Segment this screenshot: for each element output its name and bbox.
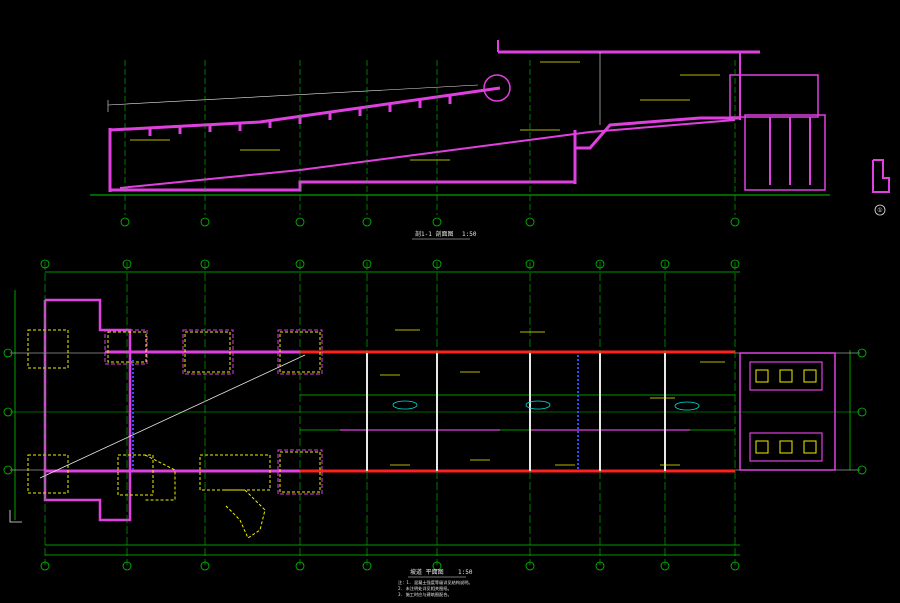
plan-axis-bubble-bottom bbox=[432, 561, 442, 571]
plan-axis-bubble-top bbox=[730, 259, 740, 269]
plan-row-bubble-left bbox=[3, 465, 13, 475]
plan-axis-bubble-top bbox=[595, 259, 605, 269]
plan-note-2: 2. 未注明处详见相关图纸。 bbox=[398, 585, 452, 592]
plan-scale: 1:50 bbox=[458, 569, 473, 576]
right-support-columns bbox=[769, 117, 811, 185]
plan-axis-bubble-top bbox=[660, 259, 670, 269]
section-axis-bubble bbox=[362, 217, 372, 227]
inner-ramp-slab bbox=[119, 119, 736, 189]
section-annotations bbox=[130, 61, 720, 161]
plan-axis-bubble-top bbox=[40, 259, 50, 269]
plan-row-bubble-left bbox=[3, 348, 13, 358]
section-view: ① 剖1-1 剖面图 1:50 bbox=[90, 40, 890, 240]
plan-axis-bubble-top bbox=[200, 259, 210, 269]
plan-axis-bubble-bottom bbox=[362, 561, 372, 571]
plan-axis-bubble-bottom bbox=[200, 561, 210, 571]
plan-axis-bubble-top bbox=[432, 259, 442, 269]
section-axis-bubble bbox=[120, 217, 130, 227]
plan-dimension-ellipses bbox=[392, 400, 700, 411]
plan-axis-bubble-bottom bbox=[730, 561, 740, 571]
plan-right-platform bbox=[739, 352, 836, 471]
plan-view: 坡道 平面图 1:50 注：1. 混凝土强度等级详见结构说明。 2. 未注明处详… bbox=[3, 259, 867, 598]
section-axis-group bbox=[120, 60, 740, 227]
detail-circle-callout bbox=[483, 74, 511, 102]
right-frame-structure bbox=[729, 74, 819, 118]
plan-right-piles bbox=[755, 369, 817, 454]
plan-axis-bubble-bottom bbox=[595, 561, 605, 571]
plan-axis-group bbox=[3, 259, 867, 571]
section-top-reference-line bbox=[107, 84, 479, 106]
right-support-block bbox=[744, 114, 826, 191]
plan-axis-bubble-top bbox=[295, 259, 305, 269]
section-axis-bubble bbox=[432, 217, 442, 227]
plan-left-core-wall bbox=[43, 298, 132, 522]
plan-right-pile-cap-bottom bbox=[749, 432, 823, 462]
side-detail-profile bbox=[872, 159, 890, 193]
plan-axis-bubble-bottom bbox=[525, 561, 535, 571]
plan-irregular-footing bbox=[224, 489, 266, 539]
side-detail-label: ① bbox=[877, 207, 882, 214]
ucs-icon bbox=[9, 510, 22, 523]
plan-odd-footing bbox=[144, 454, 176, 501]
plan-row-bubble-right bbox=[857, 348, 867, 358]
plan-axis-bubble-top bbox=[525, 259, 535, 269]
plan-axis-bubble-bottom bbox=[40, 561, 50, 571]
plan-axis-bubble-bottom bbox=[660, 561, 670, 571]
section-axis-bubble bbox=[525, 217, 535, 227]
plan-row-bubble-right bbox=[857, 407, 867, 417]
plan-title: 坡道 平面图 bbox=[410, 568, 444, 576]
plan-row-bubble-right bbox=[857, 465, 867, 475]
plan-axis-bubble-top bbox=[362, 259, 372, 269]
plan-note-1: 注：1. 混凝土强度等级详见结构说明。 bbox=[398, 579, 473, 586]
plan-row-bubble-left bbox=[3, 407, 13, 417]
plan-note-3: 3. 施工时应与建筑图配合。 bbox=[398, 591, 452, 598]
section-axis-bubble bbox=[730, 217, 740, 227]
plan-axis-bubble-top bbox=[122, 259, 132, 269]
plan-axis-bubble-bottom bbox=[122, 561, 132, 571]
plan-right-pile-cap-top bbox=[749, 361, 823, 391]
section-axis-bubble bbox=[295, 217, 305, 227]
section-scale: 1:50 bbox=[462, 231, 477, 238]
section-axis-bubble bbox=[200, 217, 210, 227]
side-detail-bubble bbox=[874, 204, 886, 216]
plan-annotations bbox=[380, 329, 725, 466]
section-title: 剖1-1 剖面图 bbox=[415, 230, 453, 238]
plan-diagonal-line bbox=[39, 354, 306, 479]
plan-axis-bubble-bottom bbox=[295, 561, 305, 571]
upper-ramp-slab bbox=[109, 86, 501, 132]
